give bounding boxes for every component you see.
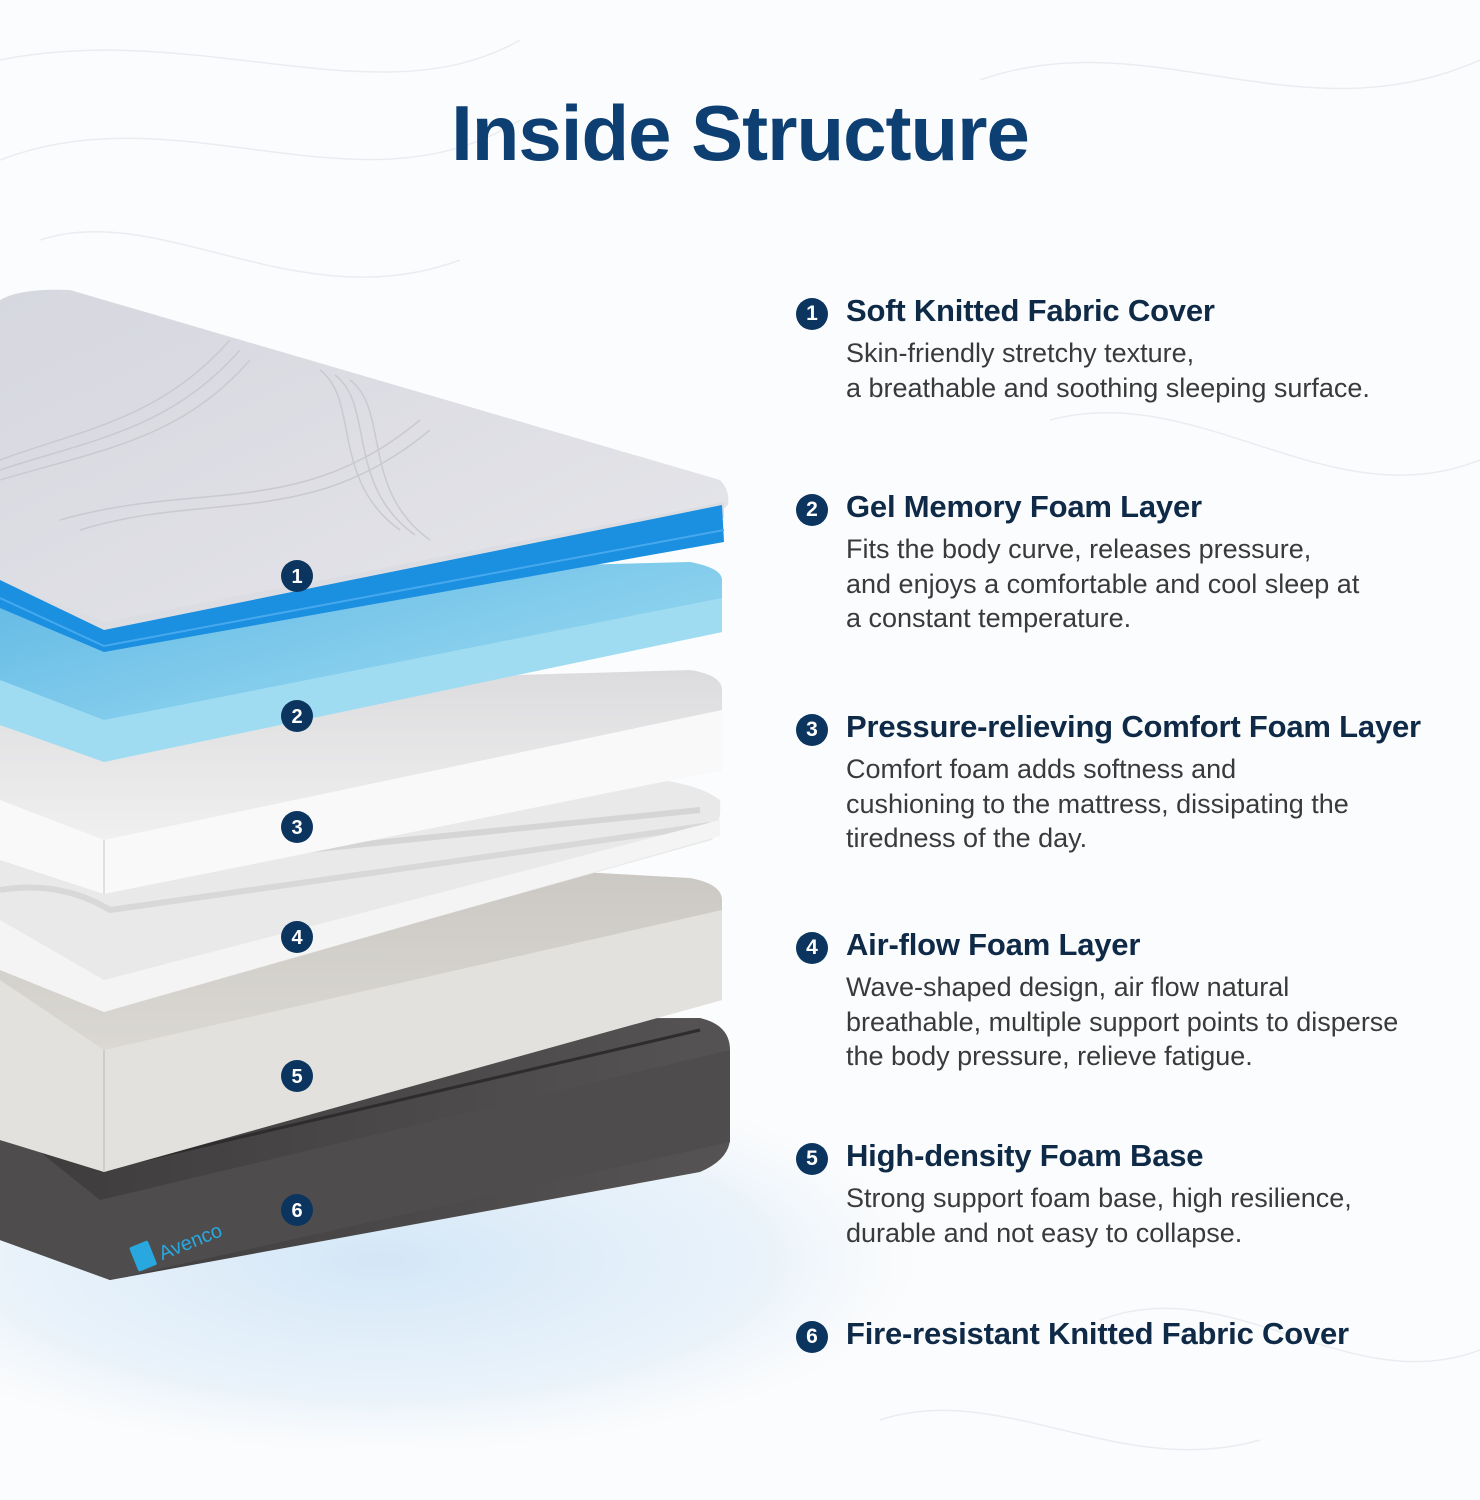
feature-title: Pressure-relieving Comfort Foam Layer <box>846 709 1421 744</box>
number-badge: 4 <box>796 932 828 964</box>
layer-badge-5: 5 <box>281 1060 313 1092</box>
svg-text:6: 6 <box>291 1200 302 1222</box>
description-line: Wave-shaped design, air flow natural <box>846 972 1290 1002</box>
feature-title: Soft Knitted Fabric Cover <box>846 293 1215 328</box>
description-line: Fits the body curve, releases pressure, <box>846 534 1312 564</box>
description-line: cushioning to the mattress, dissipating … <box>846 788 1349 819</box>
number-badge: 2 <box>796 494 828 526</box>
description-line: the body pressure, relieve fatigue. <box>846 1041 1253 1071</box>
feature-title: High-density Foam Base <box>846 1138 1204 1173</box>
description-line: tiredness of the day. <box>846 823 1088 853</box>
svg-text:5: 5 <box>291 1066 302 1088</box>
feature-item-2: 2 Gel Memory Foam Layer Fits the body cu… <box>796 488 1480 636</box>
feature-title: Air-flow Foam Layer <box>846 927 1141 962</box>
feature-item-3: 3 Pressure-relieving Comfort Foam Layer … <box>796 708 1480 856</box>
feature-description: Comfort foam adds softness and cushionin… <box>846 752 1480 856</box>
svg-text:2: 2 <box>291 706 302 728</box>
svg-text:3: 3 <box>291 817 302 839</box>
feature-title: Fire-resistant Knitted Fabric Cover <box>846 1316 1349 1351</box>
feature-description: Fits the body curve, releases pressure, … <box>846 532 1480 636</box>
feature-title: Gel Memory Foam Layer <box>846 489 1202 524</box>
svg-text:4: 4 <box>291 927 303 949</box>
layer-badge-6: 6 <box>281 1194 313 1226</box>
description-line: Strong support foam base, high resilienc… <box>846 1183 1352 1213</box>
feature-description: Strong support foam base, high resilienc… <box>846 1181 1480 1250</box>
feature-description: Wave-shaped design, air flow natural bre… <box>846 970 1480 1074</box>
layer-badge-2: 2 <box>281 700 313 732</box>
layer-1-knitted-cover <box>0 289 729 652</box>
description-line: Skin-friendly stretchy texture, <box>846 338 1195 368</box>
feature-item-6: 6 Fire-resistant Knitted Fabric Cover <box>796 1315 1480 1353</box>
number-badge: 5 <box>796 1143 828 1175</box>
feature-item-5: 5 High-density Foam Base Strong support … <box>796 1137 1480 1250</box>
description-line: breathable, multiple support points to d… <box>846 1006 1399 1037</box>
cover-quilt-pattern <box>0 339 431 541</box>
description-line: a breathable and soothing sleeping surfa… <box>846 372 1370 403</box>
feature-list: 1 Soft Knitted Fabric Cover Skin-friendl… <box>796 0 1480 1500</box>
feature-description: Skin-friendly stretchy texture, a breath… <box>846 336 1480 405</box>
number-badge: 6 <box>796 1321 828 1353</box>
feature-item-4: 4 Air-flow Foam Layer Wave-shaped design… <box>796 926 1480 1074</box>
svg-text:1: 1 <box>291 566 302 588</box>
number-badge: 3 <box>796 714 828 746</box>
layer-badge-3: 3 <box>281 811 313 843</box>
layer-badge-1: 1 <box>281 560 313 592</box>
description-line: and enjoys a comfortable and cool sleep … <box>846 568 1360 599</box>
layer-badge-4: 4 <box>281 921 313 953</box>
page-title: Inside Structure <box>451 89 1030 177</box>
mattress-layers-illustration: Avenco <box>0 289 730 1280</box>
description-line: Comfort foam adds softness and <box>846 754 1237 784</box>
description-line: durable and not easy to collapse. <box>846 1217 1243 1248</box>
description-line: a constant temperature. <box>846 603 1132 633</box>
number-badge: 1 <box>796 298 828 330</box>
feature-item-1: 1 Soft Knitted Fabric Cover Skin-friendl… <box>796 292 1480 405</box>
